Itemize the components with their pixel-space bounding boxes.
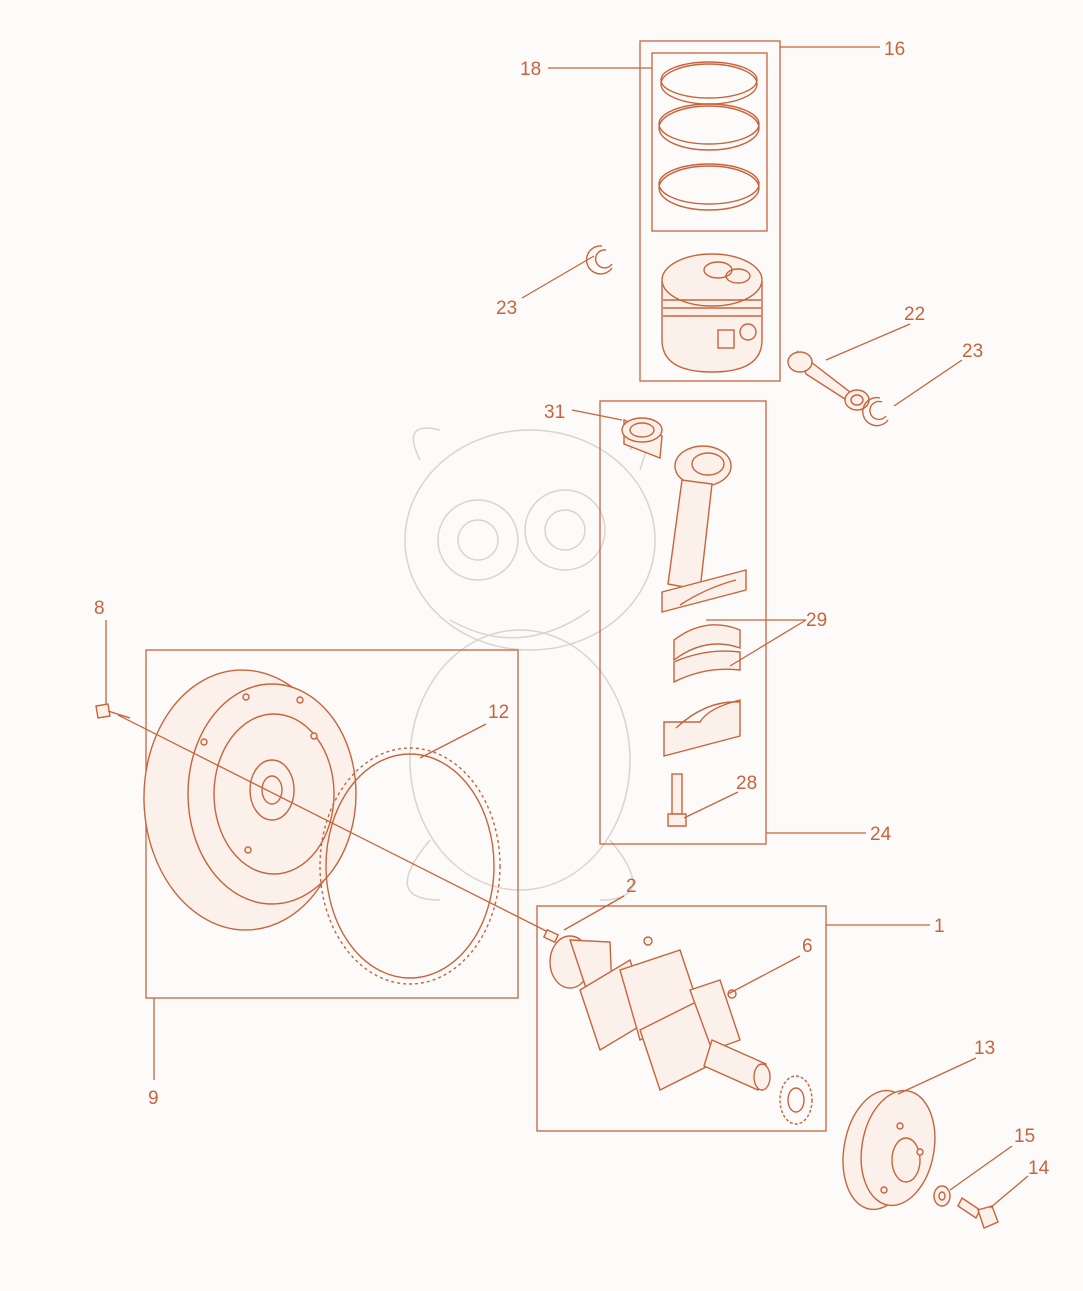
flywheel-part (143, 669, 357, 931)
callout-24: 24 (870, 824, 892, 845)
callout-18: 18 (520, 59, 541, 80)
piston-rings-part (658, 61, 760, 211)
piston-pin-part (787, 349, 870, 411)
callout-6: 6 (802, 936, 813, 957)
crankshaft-assembly-box (536, 905, 827, 1132)
flywheel-bolt-part (95, 703, 131, 719)
small-end-bush-part (621, 417, 663, 459)
connecting-rod-box (599, 400, 767, 845)
crank-gear-part (779, 1075, 813, 1125)
piston-assembly-box (639, 40, 781, 382)
rod-cap-part (663, 699, 741, 757)
washer-part (933, 1185, 951, 1207)
callout-23-left: 23 (496, 298, 517, 319)
connecting-rod-part (661, 445, 747, 613)
piston-part (661, 253, 763, 373)
callout-1: 1 (934, 916, 945, 937)
big-end-bearings-part (673, 624, 741, 684)
circlip-right-part (862, 396, 889, 427)
dowel-pin-part (542, 928, 560, 944)
callout-2: 2 (626, 876, 637, 897)
circlip-part (585, 245, 613, 275)
rod-bolt-part (667, 773, 687, 827)
callout-8: 8 (94, 598, 105, 619)
watermark-mascot (404, 427, 656, 901)
ring-gear-part (319, 747, 501, 985)
pulley-part (842, 1089, 936, 1211)
callout-28: 28 (736, 773, 757, 794)
piston-ring-set-box (651, 52, 768, 232)
callout-15: 15 (1014, 1126, 1035, 1147)
callout-13: 13 (974, 1038, 995, 1059)
callout-16: 16 (884, 39, 905, 60)
leader-lines (105, 46, 1029, 1209)
callout-29: 29 (806, 610, 827, 631)
callout-31: 31 (544, 402, 565, 423)
callout-14: 14 (1028, 1158, 1050, 1179)
callout-23-right: 23 (962, 341, 983, 362)
callout-12: 12 (488, 702, 509, 723)
pulley-bolt-part (957, 1196, 999, 1229)
callout-labels: 16 18 23 22 23 31 29 28 24 8 12 2 1 6 9 … (94, 39, 1050, 1179)
axis-line (117, 714, 557, 937)
crankshaft-part (549, 935, 771, 1091)
callout-22: 22 (904, 304, 925, 325)
callout-9: 9 (148, 1088, 159, 1109)
